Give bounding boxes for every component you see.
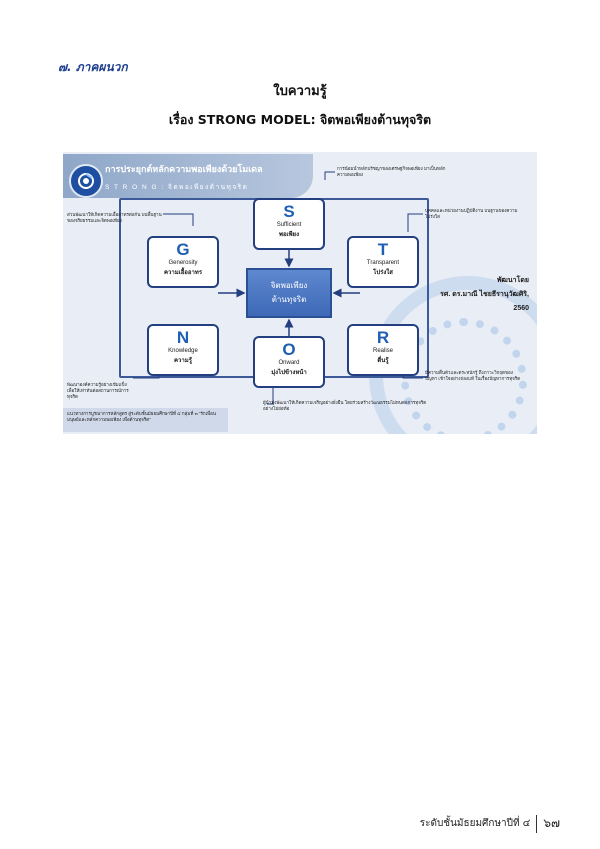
node-s-sufficient: S Sufficient พอเพียง [253,198,325,250]
node-n-knowledge: N Knowledge ความรู้ [147,324,219,376]
node-letter: G [176,240,190,259]
footer-divider [536,814,538,833]
node-t-transparent: T Transparent โปร่งใส [347,236,419,288]
logo-icon [69,164,103,198]
note-t: บุคคลและหน่วยงานปฏิบัติงาน บนฐานของความโ… [425,208,518,219]
document-subtitle: เรื่อง STRONG MODEL: จิตพอเพียงต้านทุจริ… [168,112,432,127]
node-letter: S [283,202,295,221]
node-g-generosity: G Generosity ความเอื้ออาทร [147,236,219,288]
center-concept-box: จิตพอเพียง ต้านทุจริต [246,268,332,318]
note-o: ผู้นำมุ่งพัฒนาให้เกิดความเจริญอย่างยั่งย… [263,400,427,411]
note-s: การน้อมนำหลักปรัชญาของเศรษฐกิจพอเพียง มา… [337,166,446,177]
infographic-title: การประยุกต์หลักความพอเพียงด้วยโมเดล [105,164,263,174]
node-label-th: ความเอื้ออาทร [163,270,203,276]
node-label-en: Transparent [366,260,400,266]
node-label-th: โปร่งใส [373,270,393,276]
infographic-subtitle: S T R O N G : จิตพอเพียงต้านทุจริต [105,184,249,191]
node-label-th: ความรู้ [174,358,192,364]
node-letter: N [176,328,190,347]
node-letter: O [282,340,296,359]
note-r: มีความตื่นตัวและตระหนักรู้ ถึงภาวะวิกฤตข… [425,370,521,381]
credit-label: พัฒนาโดย [496,277,529,284]
credit-block: พัฒนาโดย รศ. ดร.มาณี ไชยธีรานุวัฒศิริ, 2… [440,274,529,316]
document-title: ใบความรู้ [273,84,327,99]
node-label-en: Realise [372,348,393,354]
node-label-th: มุ่งไปข้างหน้า [271,370,307,376]
node-r-realise: R Realise ตื่นรู้ [347,324,419,376]
note-g: ส่วนพัฒนาให้เกิดความเอื้ออาทรต่อกัน บนพื… [67,212,162,223]
node-letter: T [377,240,389,259]
node-label-en: Sufficient [276,222,302,228]
strong-model-infographic: การประยุกต์หลักความพอเพียงด้วยโมเดล S T … [63,152,537,434]
infographic-header: การประยุกต์หลักความพอเพียงด้วยโมเดล S T … [63,154,313,198]
infographic-footer-band: แนวทางการบูรณาการหลักสูตร สู่ระดับชั้นมั… [63,408,228,432]
center-line-1: จิตพอเพียง [270,281,308,290]
footer-level-text: ระดับชั้นมัธยมศึกษาปีที่ ๔ [419,818,531,829]
node-label-th: ตื่นรู้ [377,358,389,364]
node-label-en: Onward [278,360,300,366]
node-o-onward: O Onward มุ่งไปข้างหน้า [253,336,325,388]
section-heading: ๗. ภาคผนวก [58,60,128,74]
node-label-en: Knowledge [168,348,198,354]
credit-year: 2560 [513,305,529,312]
credit-author: รศ. ดร.มาณี ไชยธีรานุวัฒศิริ, [440,291,529,298]
page-footer: ระดับชั้นมัธยมศึกษาปีที่ ๔ ๖๗ [420,814,560,833]
page-number: ๖๗ [543,816,560,830]
node-label-en: Generosity [168,260,198,266]
node-letter: R [376,328,390,347]
note-n: พัฒนาองค์ความรู้อย่างเข้มแข็ง เพื่อให้เท… [67,382,129,399]
node-label-th: พอเพียง [278,232,299,238]
footer-note: แนวทางการบูรณาการหลักสูตร สู่ระดับชั้นมั… [67,411,216,422]
center-line-2: ต้านทุจริต [271,295,307,304]
